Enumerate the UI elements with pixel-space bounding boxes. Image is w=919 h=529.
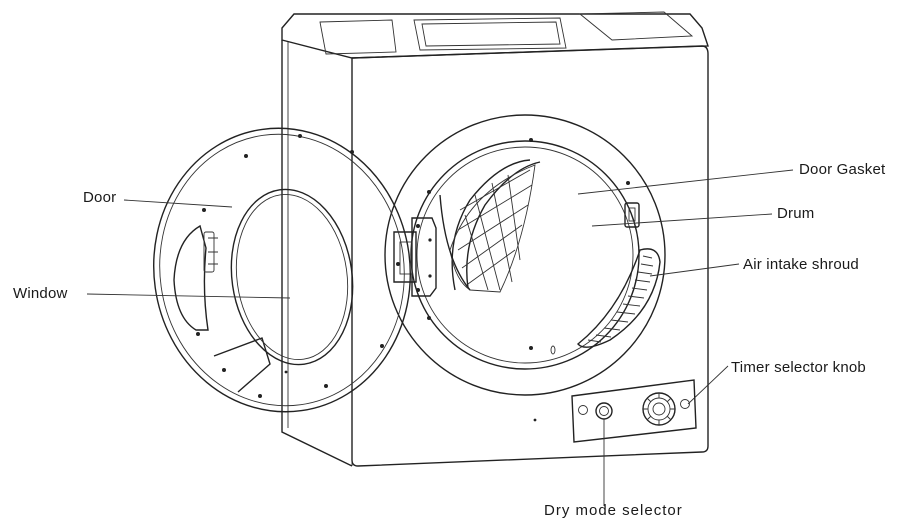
- door-opening: [384, 114, 666, 396]
- leader-door-gasket: [577, 169, 794, 195]
- latch: [624, 202, 640, 228]
- timer-knob: [642, 392, 676, 426]
- leader-timer: [687, 365, 729, 405]
- control-panel: [533, 379, 697, 443]
- leader-air-intake: [649, 263, 740, 277]
- label-door: Door: [83, 189, 117, 206]
- label-air-intake-shroud: Air intake shroud: [743, 256, 859, 273]
- air-intake-shroud: [576, 248, 661, 348]
- leader-window: [86, 293, 291, 299]
- leader-door: [123, 199, 233, 208]
- leader-lines: [86, 169, 794, 506]
- dry-mode-knob: [595, 402, 613, 420]
- leader-drum: [591, 213, 773, 227]
- label-timer-selector-knob: Timer selector knob: [731, 359, 866, 376]
- label-dry-mode-selector: Dry mode selector: [544, 502, 683, 519]
- lint-filter-mesh: [457, 169, 533, 291]
- hinge: [393, 217, 437, 297]
- label-drum: Drum: [777, 205, 815, 222]
- door: [153, 127, 411, 413]
- label-door-gasket: Door Gasket: [799, 161, 886, 178]
- window: [230, 188, 354, 366]
- cabinet-side: [281, 40, 353, 467]
- drum: [439, 159, 541, 293]
- label-window: Window: [13, 285, 68, 302]
- cabinet-top: [281, 11, 709, 466]
- cabinet-front: [351, 45, 709, 467]
